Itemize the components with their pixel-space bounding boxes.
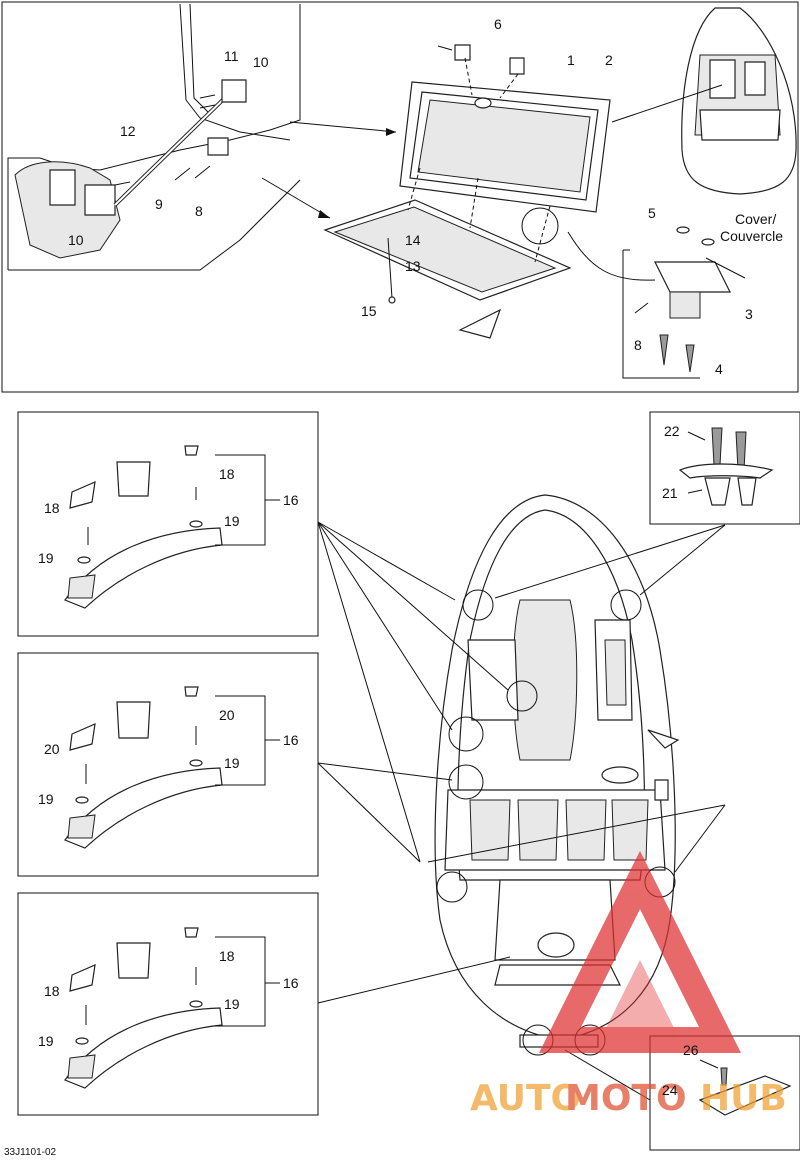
callout-16-p3: 16 (283, 975, 299, 991)
callout-8-left: 8 (195, 203, 203, 219)
callout-19-p3b: 19 (38, 1033, 54, 1049)
watercraft-overview (681, 7, 797, 195)
hinge-detail (521, 207, 731, 379)
callout-6: 6 (494, 16, 502, 32)
callout-14: 14 (405, 232, 421, 248)
callout-22: 22 (664, 423, 680, 439)
callout-19-p3a: 19 (224, 996, 240, 1012)
callout-19-p2a: 19 (224, 755, 240, 771)
callout-13: 13 (405, 258, 421, 274)
storage-opening (323, 167, 572, 339)
callout-10-top: 10 (253, 54, 269, 70)
diagram-code: 33J1101-02 (4, 1147, 57, 1158)
callout-20-p2a: 20 (219, 707, 235, 723)
bumper-panel-1 (17, 411, 319, 637)
callout-8-right: 8 (634, 337, 642, 353)
callout-16-p2: 16 (283, 732, 299, 748)
callout-19-p1b: 19 (38, 550, 54, 566)
top-leader-lines (261, 84, 746, 281)
cover-label-line2: Couvercle (720, 228, 783, 244)
callout-15: 15 (361, 303, 377, 319)
callout-1: 1 (567, 52, 575, 68)
callout-4: 4 (715, 361, 723, 377)
watermark-hub: HUB (700, 1078, 787, 1119)
hull-leader-lines (317, 521, 726, 1101)
callout-18-p1b: 18 (44, 500, 60, 516)
callout-18-p3a: 18 (219, 948, 235, 964)
callout-19-p2b: 19 (38, 791, 54, 807)
callout-24: 24 (662, 1082, 678, 1098)
callout-2: 2 (605, 52, 613, 68)
watermark-moto: MOTO (565, 1078, 687, 1119)
watermark-logo: AUTO MOTO HUB (470, 850, 787, 1119)
callout-18-p3b: 18 (44, 983, 60, 999)
callout-5: 5 (648, 205, 656, 221)
callout-3: 3 (745, 306, 753, 322)
cover-label-line1: Cover/ (735, 211, 776, 227)
callout-21: 21 (662, 485, 678, 501)
cleat-panel (649, 411, 800, 525)
callout-16-p1: 16 (283, 492, 299, 508)
callout-numbers: 6 1 2 11 10 12 9 8 10 14 13 15 5 Cover/ … (4, 16, 783, 1158)
bumper-panel-2 (17, 652, 319, 877)
callout-20-p2b: 20 (44, 741, 60, 757)
strut-inset (7, 3, 301, 271)
callout-10-bottom: 10 (68, 232, 84, 248)
callout-19-p1a: 19 (224, 513, 240, 529)
callout-11: 11 (224, 48, 239, 64)
watermark-triangle (538, 850, 742, 1053)
bumper-panel-3 (17, 892, 319, 1116)
callout-18-p1a: 18 (219, 466, 235, 482)
callout-12: 12 (120, 123, 136, 139)
callout-26: 26 (683, 1042, 699, 1058)
top-panel-frame (1, 1, 799, 393)
callout-9: 9 (155, 196, 163, 212)
storage-lid (399, 44, 611, 213)
watermark-auto: AUTO (470, 1078, 581, 1119)
